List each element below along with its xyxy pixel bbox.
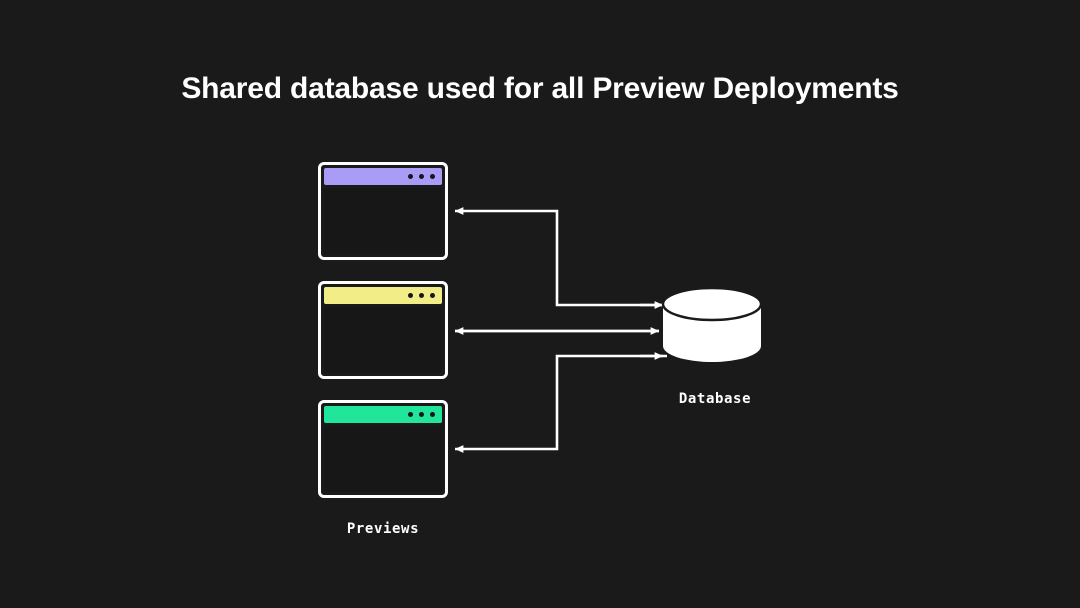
window-dot-icon [408, 412, 413, 417]
window-titlebar-1 [324, 168, 442, 185]
window-content-3 [324, 426, 442, 492]
database-label: Database [678, 391, 752, 407]
window-dot-icon [419, 174, 424, 179]
database-node[interactable] [660, 285, 770, 373]
window-titlebar-2 [324, 287, 442, 304]
window-dot-icon [419, 293, 424, 298]
connector-db-to-preview-1 [454, 207, 667, 307]
window-controls-2 [408, 293, 435, 298]
database-icon [661, 286, 763, 362]
window-dot-icon [408, 293, 413, 298]
window-content-1 [324, 188, 442, 254]
window-controls-1 [408, 174, 435, 179]
window-dot-icon [430, 412, 435, 417]
connector-db-to-preview-3 [454, 354, 667, 453]
preview-window-2[interactable] [318, 281, 448, 379]
window-dot-icon [430, 174, 435, 179]
window-titlebar-3 [324, 406, 442, 423]
window-dot-icon [430, 293, 435, 298]
window-controls-3 [408, 412, 435, 417]
previews-label: Previews [346, 521, 420, 537]
window-dot-icon [408, 174, 413, 179]
window-dot-icon [419, 412, 424, 417]
preview-window-1[interactable] [318, 162, 448, 260]
page-title: Shared database used for all Preview Dep… [181, 72, 899, 105]
window-content-2 [324, 307, 442, 373]
preview-window-3[interactable] [318, 400, 448, 498]
